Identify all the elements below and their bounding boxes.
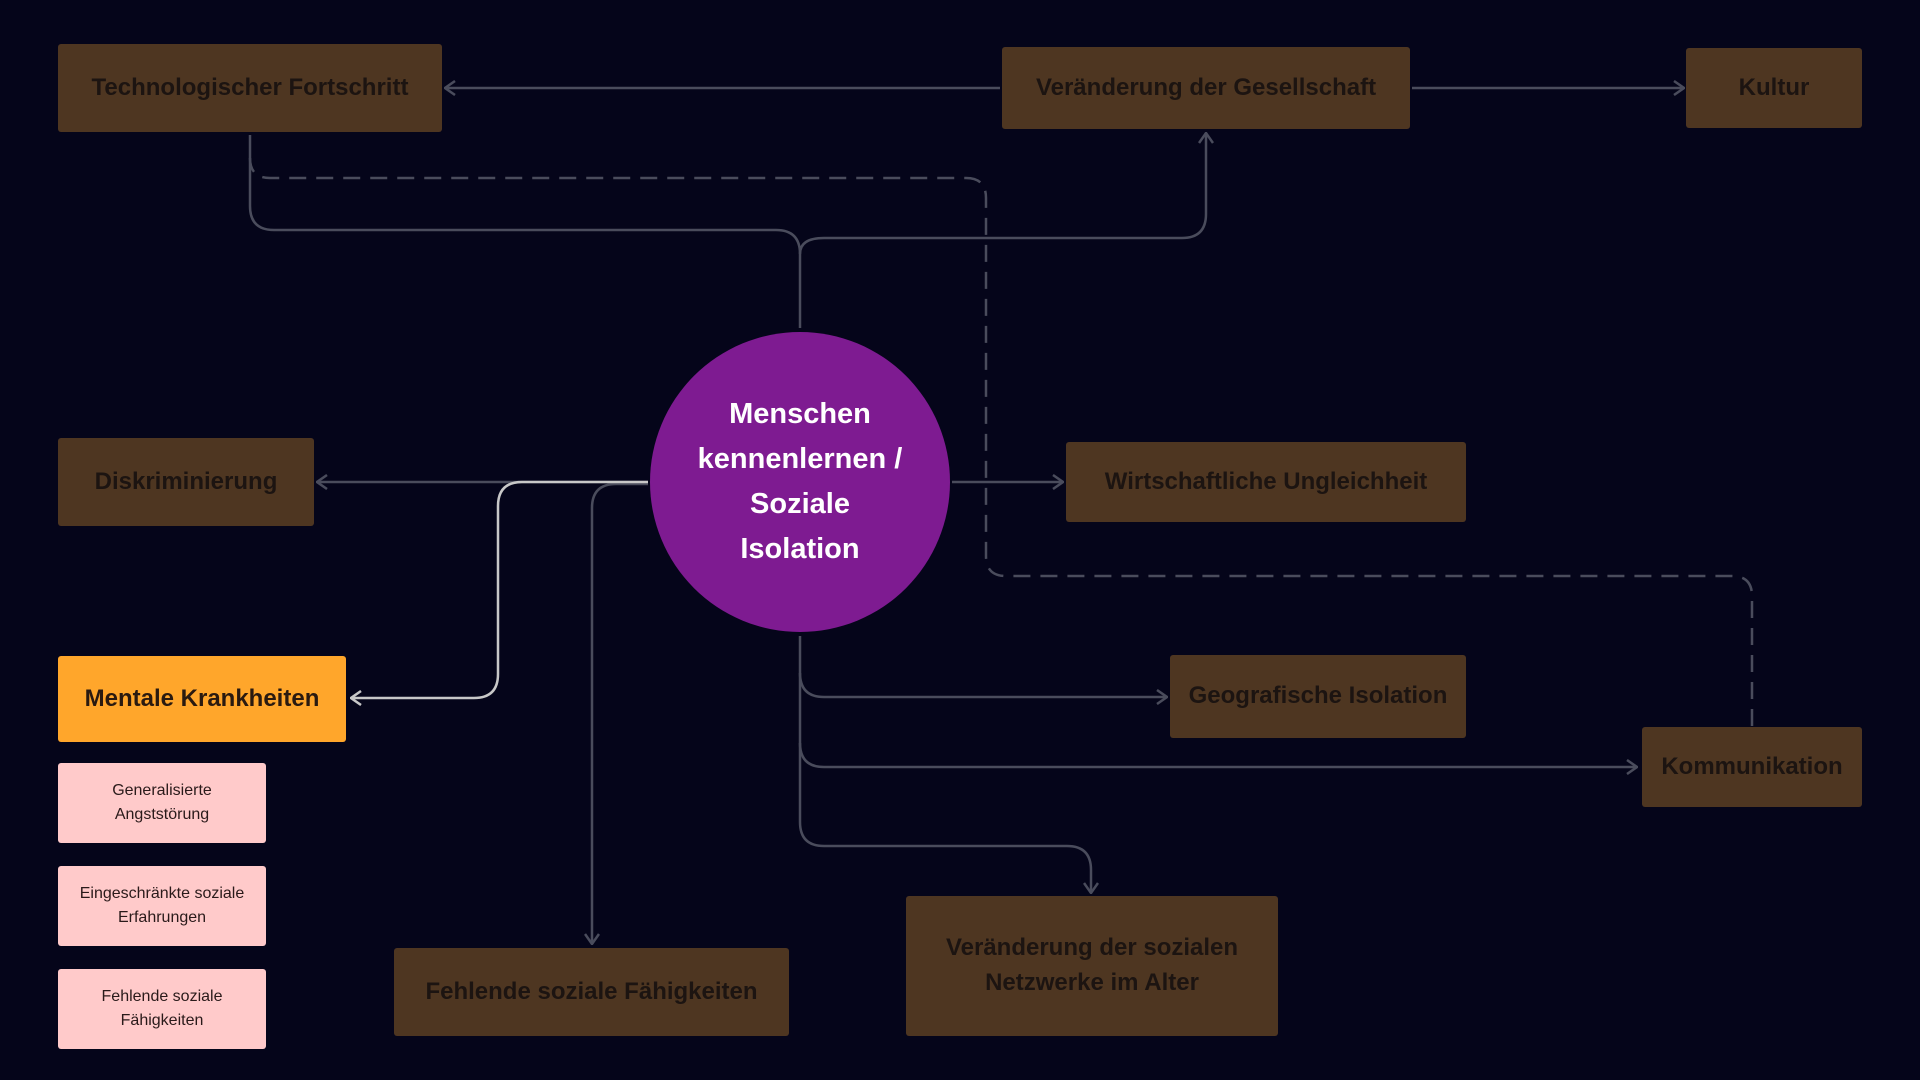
node-diskriminierung[interactable]: Diskriminierung — [58, 438, 314, 526]
node-fehlende-soziale-faehigkeiten[interactable]: Fehlende soziale Fähigkeiten — [394, 948, 789, 1036]
sub-item-eingeschraenkte-erfahrungen[interactable]: Eingeschränkte soziale Erfahrungen — [58, 866, 266, 946]
connector-kommunikation-to-technologie — [248, 157, 1754, 726]
connector-center-to-gesellschaft — [798, 133, 1206, 255]
node-technologischer-fortschritt[interactable]: Technologischer Fortschritt — [58, 44, 442, 132]
sub-item-angststoerung-label: Generalisierte Angststörung — [112, 782, 212, 823]
node-veraenderung-gesellschaft[interactable]: Veränderung der Gesellschaft — [1002, 47, 1410, 129]
node-kultur[interactable]: Kultur — [1686, 48, 1862, 128]
connector-center-to-faehigkeiten — [592, 482, 648, 944]
connector-center-to-netzwerke — [798, 743, 1091, 893]
node-geografische-isolation-label: Geografische Isolation — [1188, 682, 1448, 710]
node-veraenderung-gesellschaft-label: Veränderung der Gesellschaft — [1035, 73, 1377, 101]
connector-center-to-mentale — [351, 480, 648, 698]
center-topic-label: Menschen kennenlernen / Soziale Isolatio… — [697, 398, 903, 565]
node-kultur-label: Kultur — [1738, 73, 1810, 101]
node-wirtschaftliche-ungleichheit[interactable]: Wirtschaftliche Ungleichheit — [1066, 442, 1466, 522]
sub-item-angststoerung[interactable]: Generalisierte Angststörung — [58, 763, 266, 843]
node-mentale-krankheiten[interactable]: Mentale Krankheiten — [58, 656, 346, 742]
connector-center-to-geografisch — [798, 636, 1167, 697]
node-wirtschaftliche-ungleichheit-label: Wirtschaftliche Ungleichheit — [1104, 467, 1428, 495]
node-kommunikation-label: Kommunikation — [1661, 752, 1843, 780]
node-diskriminierung-label: Diskriminierung — [94, 467, 278, 495]
node-fehlende-soziale-faehigkeiten-label: Fehlende soziale Fähigkeiten — [425, 977, 758, 1005]
node-geografische-isolation[interactable]: Geografische Isolation — [1170, 655, 1466, 738]
connector-center-to-technologie — [248, 135, 802, 328]
sub-item-fehlende-faehigkeiten[interactable]: Fehlende soziale Fähigkeiten — [58, 969, 266, 1049]
sub-item-eingeschraenkte-erfahrungen-label: Eingeschränkte soziale Erfahrungen — [79, 885, 245, 926]
node-netzwerke-im-alter[interactable]: Veränderung der sozialen Netzwerke im Al… — [906, 896, 1278, 1036]
sub-item-fehlende-faehigkeiten-label: Fehlende soziale Fähigkeiten — [101, 988, 223, 1029]
node-netzwerke-im-alter-label: Veränderung der sozialen Netzwerke im Al… — [945, 934, 1239, 996]
center-topic[interactable]: Menschen kennenlernen / Soziale Isolatio… — [650, 332, 950, 632]
node-kommunikation[interactable]: Kommunikation — [1642, 727, 1862, 807]
node-mentale-krankheiten-label: Mentale Krankheiten — [84, 684, 320, 712]
node-technologischer-fortschritt-label: Technologischer Fortschritt — [91, 73, 409, 101]
